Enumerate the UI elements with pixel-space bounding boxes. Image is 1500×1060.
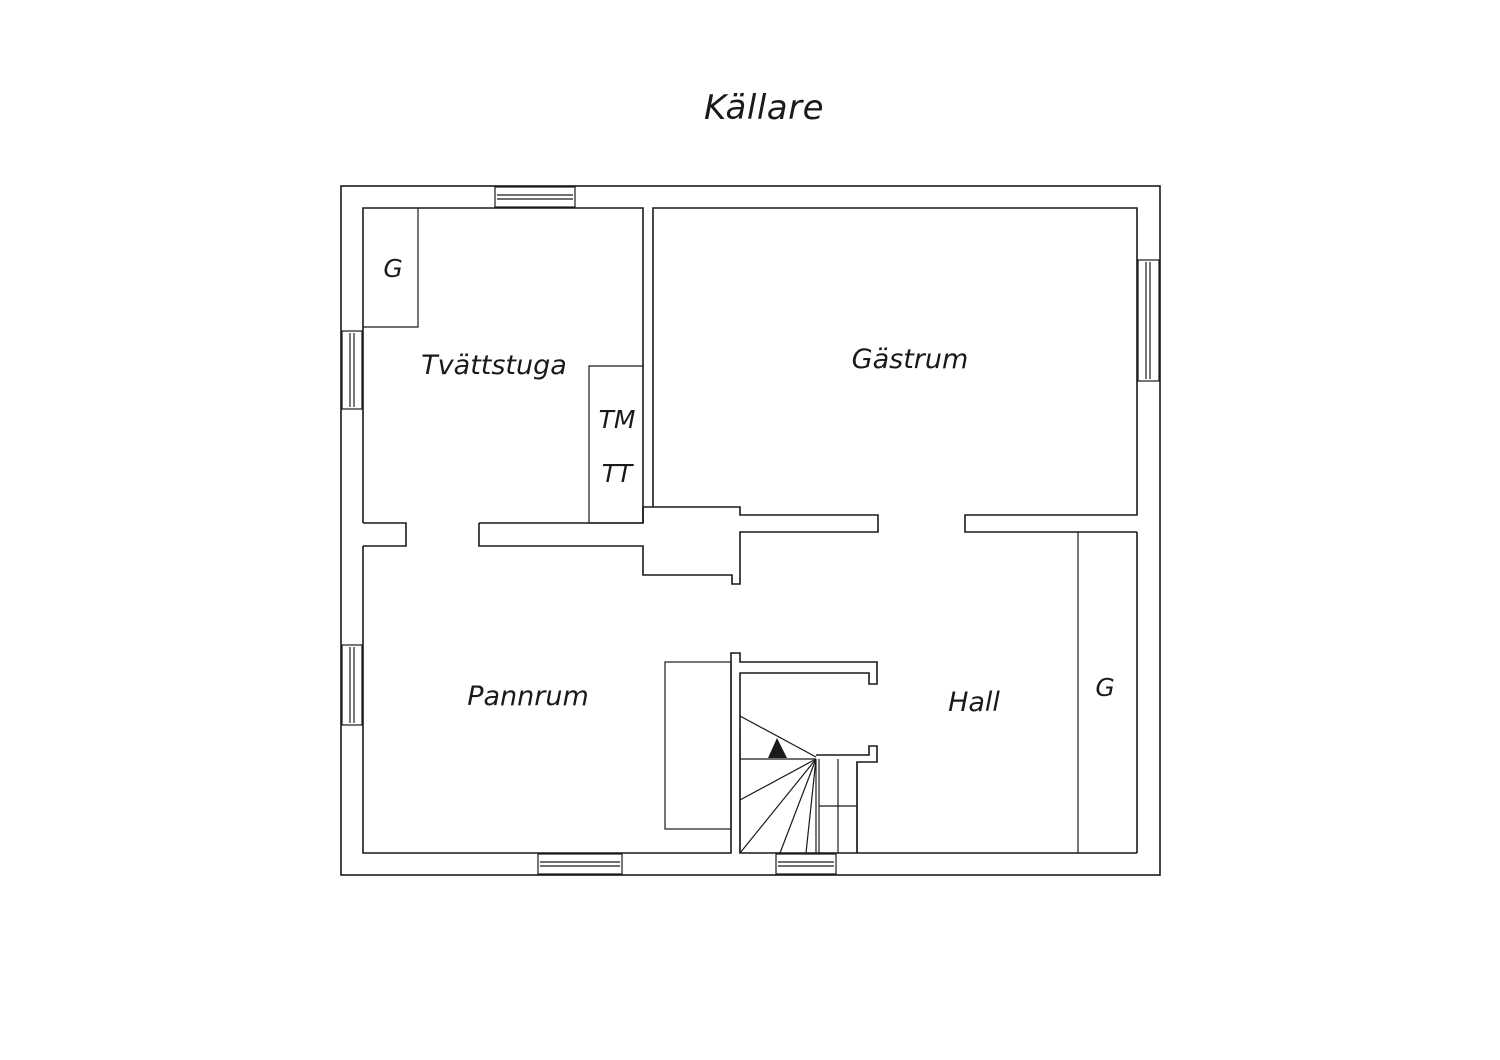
corridor-wall-left [478,506,879,585]
window-bottom-stairs [775,853,837,875]
stair-landing-wall [816,745,878,853]
gastrum-walls [652,207,1138,533]
window-left-bottom [341,644,363,726]
tvattstuga-door-left [363,522,407,547]
window-top [494,186,576,208]
outer-wall [340,185,1161,876]
window-bottom-left [537,853,623,875]
fixture-label-g-hall: G [1095,673,1114,702]
stair-direction-arrow-icon [768,738,787,758]
room-label-hall: Hall [948,687,1000,718]
tm-tt-box [588,365,643,524]
fixture-label-tt: TT [602,459,634,488]
room-label-gastrum: Gästrum [852,344,969,375]
floor-title: Källare [703,88,825,128]
fixture-label-g-top: G [383,254,402,283]
window-right [1137,259,1160,382]
storage-box [664,661,732,830]
window-left-top [341,330,363,410]
room-label-pannrum: Pannrum [467,681,589,712]
fixture-label-tm: TM [599,405,636,434]
room-label-tvattstuga: Tvättstuga [421,350,567,381]
pannrum-walls [362,546,1137,854]
stair-treads [739,715,858,854]
g-closet-top [363,208,419,328]
